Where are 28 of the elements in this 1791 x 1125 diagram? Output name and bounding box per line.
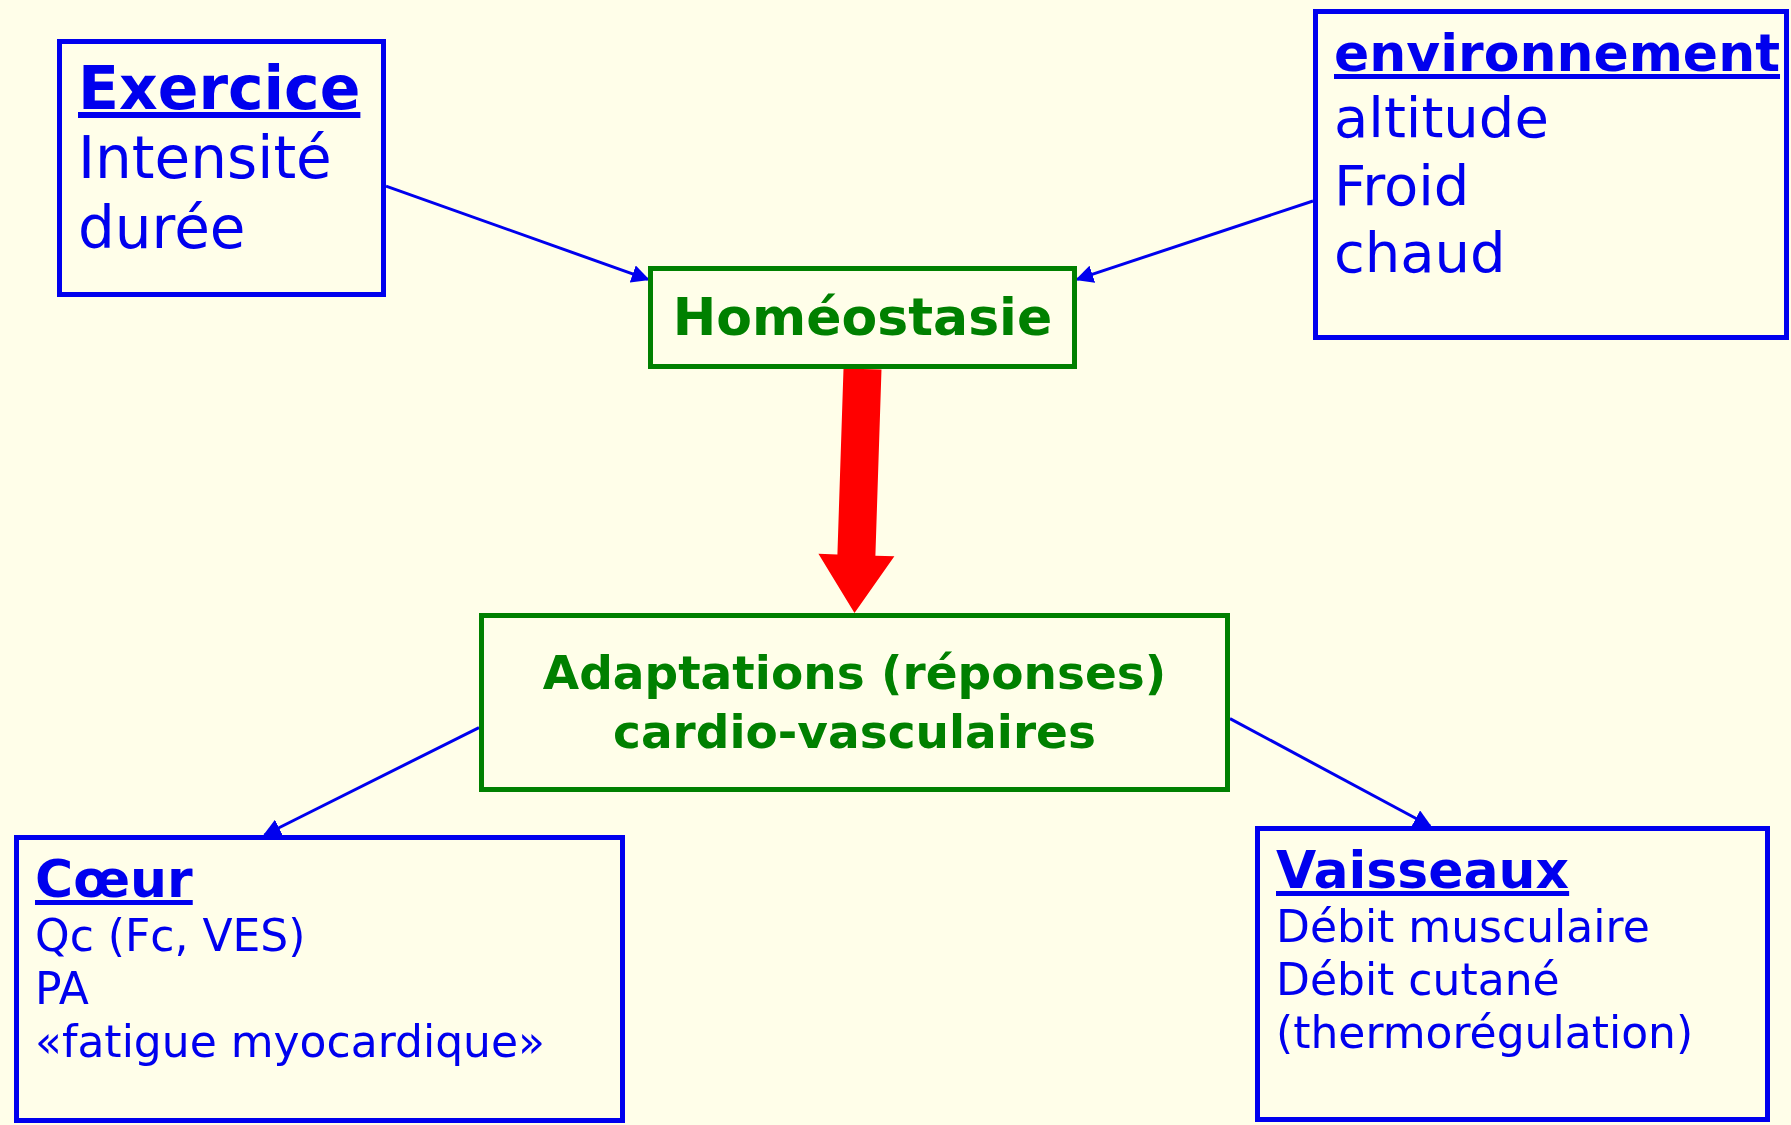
info-box xyxy=(1313,9,1789,340)
box-title: Adaptations (réponses) cardio-vasculaires xyxy=(541,643,1168,761)
box-heading: Exercice xyxy=(78,52,361,124)
box-item: chaud xyxy=(1334,218,1506,286)
box-item: Qc (Fc, VES) xyxy=(35,910,306,964)
info-box xyxy=(1255,826,1770,1122)
arrow xyxy=(262,726,480,837)
process-box xyxy=(648,266,1077,369)
box-item: altitude xyxy=(1334,84,1549,152)
box-item: PA xyxy=(35,963,89,1016)
process-box xyxy=(479,613,1230,792)
box-item: Débit cutané xyxy=(1276,954,1560,1007)
info-box xyxy=(57,39,386,297)
box-item: «fatigue myocardique» xyxy=(35,1016,545,1069)
box-item: durée xyxy=(78,193,246,264)
box-title: Homéostasie xyxy=(672,286,1053,349)
box-item: (thermorégulation) xyxy=(1276,1007,1694,1060)
arrow xyxy=(1075,199,1314,283)
arrow xyxy=(1229,717,1432,828)
box-item: Intensité xyxy=(78,124,332,194)
block-arrow xyxy=(818,368,895,613)
box-item: Froid xyxy=(1334,151,1470,219)
box-heading: Cœur xyxy=(35,848,193,911)
box-heading: Vaisseaux xyxy=(1276,839,1570,902)
info-box xyxy=(14,835,625,1123)
arrow xyxy=(385,184,650,283)
box-item: Débit musculaire xyxy=(1276,901,1650,955)
box-heading: environnement xyxy=(1334,22,1780,85)
